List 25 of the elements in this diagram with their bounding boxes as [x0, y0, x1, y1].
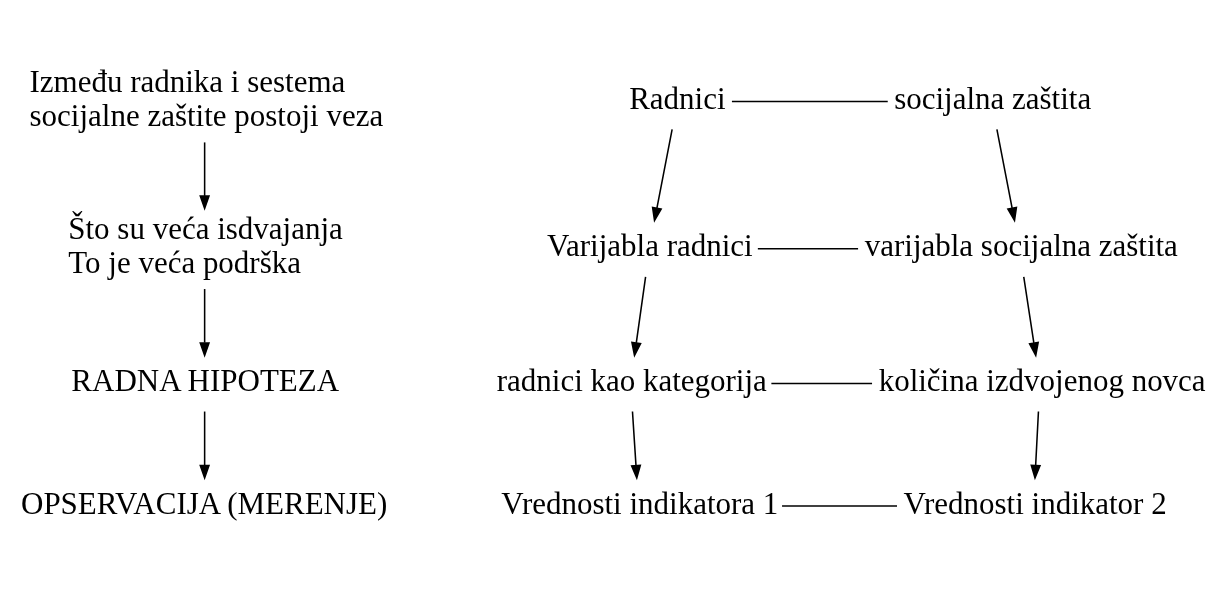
arrow — [630, 410, 642, 480]
node-text: socijalna zaštita — [894, 80, 1092, 116]
arrow — [1030, 410, 1042, 480]
connector — [781, 504, 898, 507]
node-text: Između radnika i sestema socijalne zaštite postoji veza — [29, 63, 384, 133]
arrow — [199, 141, 211, 211]
arrow — [651, 128, 673, 223]
connector — [731, 100, 889, 102]
arrow — [199, 410, 211, 480]
connector — [770, 382, 873, 384]
node-text: Što su veća isdvajanja To je veća podrška — [68, 210, 343, 280]
arrow — [630, 275, 647, 358]
node-text: Vrednosti indikatora 1 — [501, 485, 779, 521]
arrow — [1023, 275, 1040, 358]
node-text: Radnici — [629, 80, 726, 116]
arrow — [996, 128, 1018, 223]
node-text: Vrednosti indikator 2 — [903, 485, 1167, 521]
node-text: količina izdvojenog novca — [878, 362, 1206, 398]
connector — [757, 247, 859, 249]
node-text: radnici kao kategorija — [496, 362, 767, 398]
arrow — [199, 287, 211, 358]
node-text: varijabla socijalna zaštita — [864, 227, 1178, 263]
node-text: RADNA HIPOTEZA — [71, 362, 340, 398]
node-text: Varijabla radnici — [547, 227, 753, 263]
node-text: OPSERVACIJA (MERENJE) — [21, 485, 388, 521]
